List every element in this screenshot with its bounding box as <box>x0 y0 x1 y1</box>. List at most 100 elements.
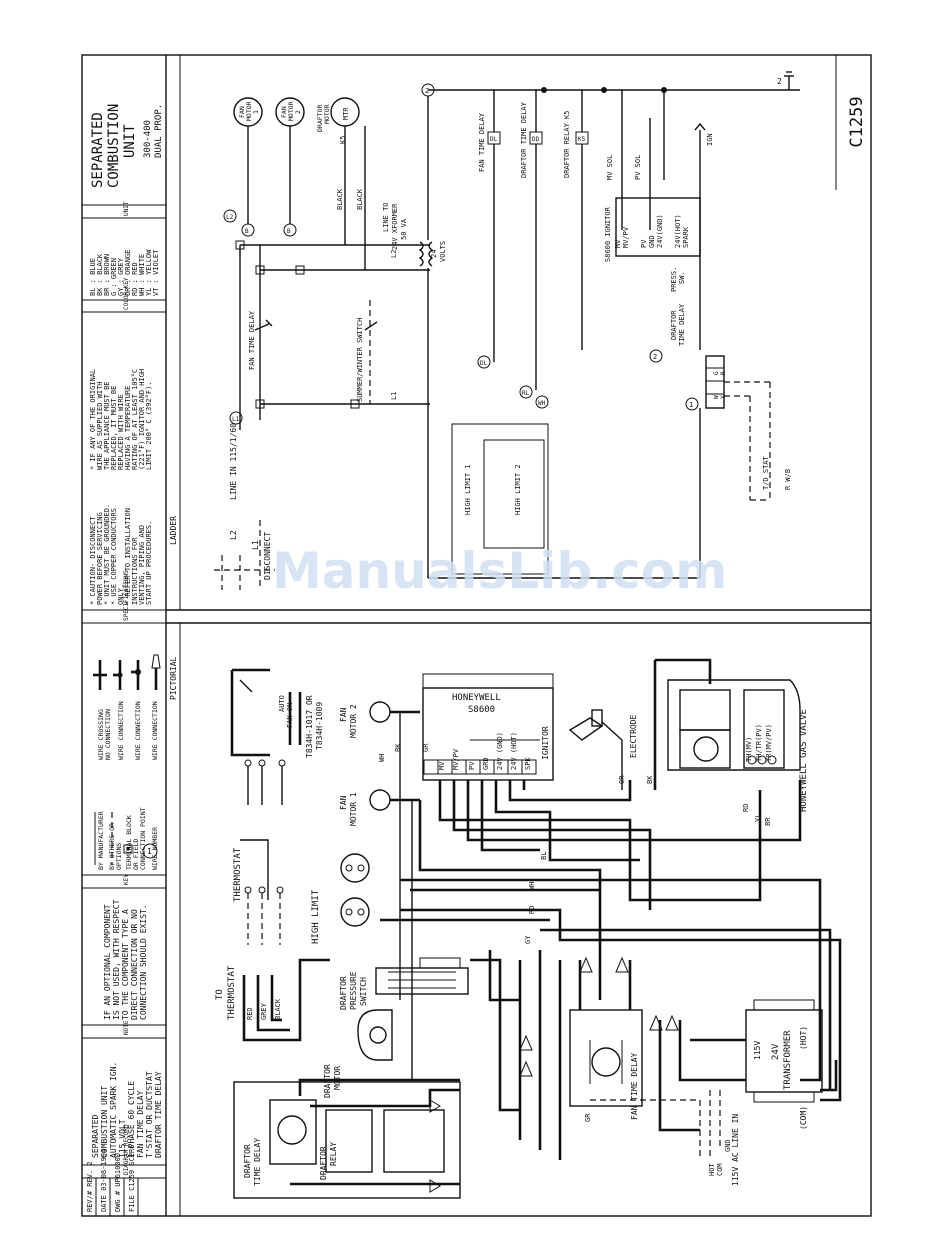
key-symbol-0: WIRE CROSSING <box>97 709 105 760</box>
pict-t834: T834H-1017 OR <box>305 695 314 758</box>
unit-label: UNIT <box>123 201 130 216</box>
ladder-ign-gnd: GND <box>648 235 656 248</box>
warning-line-1: WIRE AS SUPPLIED WITH <box>96 381 104 470</box>
unit-title-line-2: COMBUSTION <box>106 104 122 188</box>
ladder-ftd-top: FAN TIME DELAY <box>478 112 486 172</box>
color-key-entry-8: YL : YELLOW <box>145 249 153 296</box>
warning-line-3: REPLACED, IT MUST BE <box>110 386 118 470</box>
pictorial-label: PICTORIAL <box>169 656 178 700</box>
ladder-l1-b: L1 <box>390 392 398 400</box>
pict-fan-motor-1: FAN <box>339 795 348 810</box>
record-line-7: DRAFTOR TIME DELAY <box>154 1071 163 1158</box>
record-line-1: COMBUSTION UNIT <box>100 1086 109 1158</box>
ladder-black-1: BLACK <box>336 188 344 210</box>
pict-transformer: 24V <box>771 1043 781 1060</box>
watermark: ManualsLib.com <box>272 542 727 600</box>
ladder-fan-motor-1b: MOTOR <box>245 101 253 121</box>
ladder-mtr: MTR <box>342 107 350 120</box>
ladder-fan-motor-2: FAN <box>280 106 288 118</box>
ladder-tb-w: W <box>713 395 720 399</box>
ladder-line-to: LINE TO <box>382 202 390 232</box>
spec-line-1: POWER BEFORE SERVICING <box>96 512 104 605</box>
svg-text:B: B <box>245 228 249 235</box>
drawing-code: C1259 <box>847 96 867 147</box>
key-symbol-glyphs: 1 <box>93 654 161 865</box>
pict-gnd-lbl: GND <box>724 1139 732 1152</box>
pict-ign-24gnd: 24V (GND) <box>496 732 504 770</box>
pict-honeywell: HONEYWELL <box>452 693 501 703</box>
pict-wire-bl: BL <box>540 852 548 860</box>
pict-ign-mv: MV <box>438 761 446 770</box>
rev-file: FILE C1259 SCPR6 <box>128 1145 136 1212</box>
key-symbol-2: WIRE CONNECTION <box>117 701 125 760</box>
svg-text:2: 2 <box>425 87 429 95</box>
note-line-2: TO THE COMPONENT TYPE A <box>121 909 130 1020</box>
ladder-diagram: 2 2 FAN MOTOR 1 FAN MOTOR 2 DRAFTOR MOTO… <box>214 71 800 590</box>
key-item-3: WIRE NUMBER <box>151 827 159 870</box>
pict-gv-thtr: TH/TR(PV) <box>755 724 763 762</box>
pict-wire-wh: WH <box>378 754 386 762</box>
pict-fan-motor-2b: MOTOR 2 <box>349 704 358 738</box>
svg-text:DL: DL <box>480 360 488 367</box>
pict-ign-24hot: 24V (HOT) <box>510 732 518 770</box>
pict-auto: AUTO <box>278 695 286 712</box>
pictorial-diagram: HONEYWELL S8600 GR MV MV/PV PV GRD 24V (… <box>215 658 842 1199</box>
pict-wire-red: RED <box>246 1007 254 1020</box>
ladder-ign-24hot: 24V(HOT) <box>674 214 682 248</box>
ladder-tb-g: G <box>713 371 720 375</box>
note-line-1: IS NOT USED, WITH RESPECT <box>112 899 121 1020</box>
ladder-relay-k5: DRAFTOR RELAY K5 <box>563 111 571 178</box>
pict-s8600: S8600 <box>468 705 495 715</box>
color-key-entry-9: VT : VIOLET <box>152 249 160 296</box>
svg-text:DD: DD <box>532 136 540 143</box>
warning-line-5: HAVING A TEMPERATURE <box>124 386 132 470</box>
key-symbol-3: WIRE CONNECTION <box>134 701 142 760</box>
key-wire-number-symbol: 1 <box>147 847 152 856</box>
warning-line-4: REPLACED WITH WIRE <box>117 394 125 470</box>
key-item-2c: CONNECTION POINT <box>139 807 147 870</box>
ladder-ign-mvpv: MV/PV <box>622 226 630 248</box>
unit-title-line-3: UNIT <box>122 124 138 158</box>
draftor-relay-box <box>233 1081 461 1199</box>
pict-wire-br: BR <box>764 817 772 826</box>
unit-sub-line-2: DUAL PROP. <box>154 104 164 158</box>
pict-wire-bk2: BK <box>646 775 654 784</box>
svg-text:B: B <box>287 228 291 235</box>
key-item-1b: OPTIONS <box>115 843 123 870</box>
ladder-ign-24gnd: 24V(GND) <box>656 214 664 248</box>
pict-electrode: ELECTRODE <box>629 714 638 758</box>
pict-com: (COM) <box>799 1106 808 1130</box>
pict-ign-pv: PV <box>468 761 476 770</box>
rev-rev: REV/# REV. 2 <box>86 1161 94 1212</box>
ladder-24v: 24 <box>430 250 438 258</box>
record-label: DIAGRAM RECORD <box>123 1124 130 1175</box>
warning-line-2: THE APPLIANCE MUST BE <box>103 381 111 470</box>
ladder-ign-mv: MV <box>614 239 622 248</box>
ladder-press-sw-b: SW. <box>678 271 686 284</box>
warning-line-6: RATING OF AT LEAST 105°C <box>131 369 139 470</box>
pict-draftor-relay: DRAFTOR <box>319 1146 328 1180</box>
ladder-l2-b: L2 <box>390 250 398 258</box>
key-symbol-1: NO CONNECTION <box>104 709 112 760</box>
ladder-24v-b: VOLTS <box>439 241 447 262</box>
pict-com-lbl: COM <box>716 1163 724 1176</box>
color-key-entry-3: G : GREEN <box>110 258 118 296</box>
svg-text:1: 1 <box>689 401 693 409</box>
svg-text:WH: WH <box>538 400 546 407</box>
pict-high-limit: HIGH LIMIT <box>311 889 321 944</box>
pict-wire-gy: GY <box>524 935 532 944</box>
color-key-entry-5: OR : ORANGE <box>124 250 132 296</box>
rev-dwg: DWG # UP610000 <box>114 1153 122 1212</box>
svg-text:L1: L1 <box>232 416 240 423</box>
pict-fan-motor-2: FAN <box>339 707 348 722</box>
pict-ign-mvpv: MV/PV <box>452 748 460 770</box>
spec-label: SPECIFICATIONS <box>123 570 130 621</box>
ladder-s8600: S8600 IGNITOR <box>604 206 612 262</box>
color-key-label: COLOR KEY <box>123 277 130 310</box>
ladder-mv-sol: MV SOL <box>606 155 614 180</box>
color-key-entry-6: RD : RED <box>131 262 139 296</box>
note-line-0: IF AN OPTIONAL COMPONENT <box>103 904 112 1020</box>
pict-dtd-b: TIME DELAY <box>253 1138 262 1186</box>
pict-wire-bk: BK <box>394 743 402 752</box>
pict-ftd: FAN TIME DELAY <box>630 1052 639 1120</box>
